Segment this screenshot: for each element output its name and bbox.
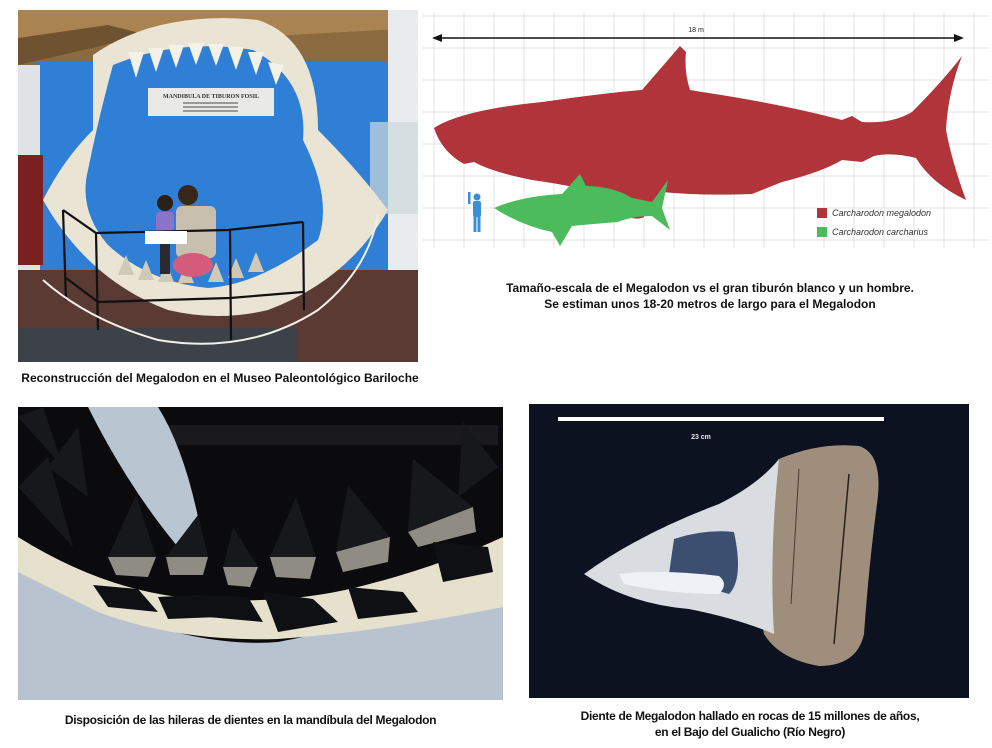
human-silhouette [468,192,481,232]
svg-text:Carcharodon megalodon: Carcharodon megalodon [832,208,931,218]
svg-text:MANDIBULA DE TIBURON FOSIL: MANDIBULA DE TIBURON FOSIL [163,94,259,100]
legend-swatch-carcharius [817,227,827,237]
museum-caption: Reconstrucción del Megalodon en el Museo… [21,371,419,385]
museum-jaw-photo: MANDIBULA DE TIBURON FOSIL [18,10,418,362]
size-chart-caption: Tamaño-escala de el Megalodon vs el gran… [430,280,990,312]
teeth-rows-photo [18,407,503,700]
svg-text:23 cm: 23 cm [691,434,711,441]
legend: Carcharodon megalodon Carcharodon carcha… [817,208,931,237]
size-comparison-chart: 18 m Carcharodon megalodon Carcharodon c… [422,12,988,248]
fossil-tooth-photo: 23 cm [529,404,969,698]
tooth-scale-bar [558,417,884,421]
svg-text:18 m: 18 m [688,27,704,34]
tooth-caption: Diente de Megalodon hallado en rocas de … [520,708,980,740]
svg-text:Carcharodon carcharius: Carcharodon carcharius [832,227,929,237]
megalodon-silhouette [434,46,966,219]
scale-arrow [432,34,964,42]
legend-swatch-megalodon [817,208,827,218]
white-shark-silhouette [494,174,670,246]
size-chart-caption-line1: Tamaño-escala de el Megalodon vs el gran… [506,281,914,295]
tooth-caption-line2: en el Bajo del Gualicho (Río Negro) [654,725,846,739]
teeth-caption: Disposición de las hileras de dientes en… [64,713,437,727]
size-chart-caption-line2: Se estiman unos 18-20 metros de largo pa… [544,297,876,311]
tooth-caption-line1: Diente de Megalodon hallado en rocas de … [580,709,920,723]
